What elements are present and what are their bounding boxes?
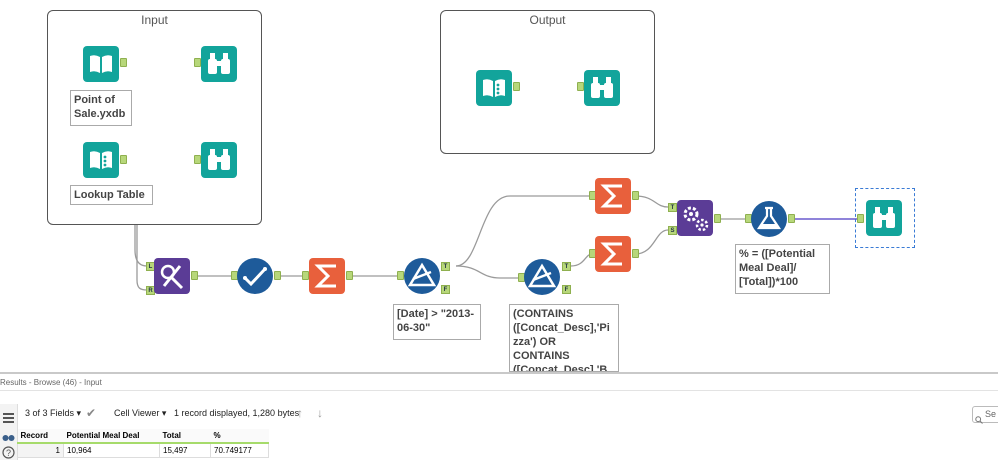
binoculars-icon <box>201 142 237 178</box>
help-icon[interactable]: ? <box>2 446 15 459</box>
summarize-tool[interactable] <box>595 236 631 272</box>
append-source-anchor[interactable]: S <box>668 226 677 235</box>
input-data-tool-lookup[interactable] <box>83 142 119 178</box>
sigma-icon <box>309 258 345 294</box>
filter-true-anchor[interactable]: T <box>562 262 571 271</box>
input-anchor[interactable] <box>397 271 404 280</box>
output-anchor[interactable] <box>513 82 520 91</box>
results-toolbar: 3 of 3 Fields ▾ ✔ Cell Viewer ▾ 1 record… <box>0 403 998 425</box>
results-table: Record Potential Meal Deal Total % 1 10,… <box>17 429 269 458</box>
fields-label: 3 of 3 Fields <box>25 408 75 418</box>
input-data-tool-output[interactable] <box>476 70 512 106</box>
data-cell: 15,497 <box>159 442 211 458</box>
data-cell: 70.749177 <box>210 442 269 458</box>
output-anchor[interactable] <box>346 271 353 280</box>
data-cell: 10,964 <box>63 442 160 458</box>
append-target-anchor[interactable]: T <box>668 203 677 212</box>
summarize-tool[interactable] <box>309 258 345 294</box>
divider <box>0 390 998 391</box>
binoculars-icon <box>201 46 237 82</box>
svg-text:?: ? <box>6 448 11 458</box>
arrow-up-icon[interactable]: ↑ <box>297 406 303 420</box>
filter-tool[interactable] <box>524 259 560 295</box>
cell-viewer-dropdown[interactable]: Cell Viewer ▾ <box>114 408 166 419</box>
sigma-icon <box>595 178 631 214</box>
flask-icon <box>751 201 787 237</box>
input-anchor[interactable] <box>857 214 864 223</box>
results-pane: Results - Browse (46) - Input ? 3 of 3 F… <box>0 372 998 460</box>
filter-false-anchor[interactable]: F <box>562 285 571 294</box>
output-anchor[interactable] <box>714 214 721 223</box>
arrow-down-icon[interactable]: ↓ <box>317 406 323 420</box>
selection-box <box>855 188 915 248</box>
summarize-tool[interactable] <box>595 178 631 214</box>
table-header-row: Record Potential Meal Deal Total % <box>17 429 269 444</box>
filter-icon <box>404 258 440 294</box>
append-fields-tool[interactable] <box>677 200 713 236</box>
annotation-lookup-table: Lookup Table <box>70 185 153 205</box>
column-header[interactable]: % <box>210 429 269 444</box>
column-header[interactable]: Potential Meal Deal <box>63 429 160 444</box>
filter-tool[interactable] <box>404 258 440 294</box>
output-anchor[interactable] <box>191 271 198 280</box>
column-header[interactable]: Total <box>159 429 211 444</box>
sigma-icon <box>595 236 631 272</box>
browse-tool[interactable] <box>201 142 237 178</box>
annotation-date-filter: [Date] > "2013- 06-30" <box>393 304 481 340</box>
chevron-down-icon: ▾ <box>76 408 82 418</box>
annotation-contains-filter: (CONTAINS ([Concat_Desc],'Pi zza') OR CO… <box>509 304 619 372</box>
annotation-point-of-sale: Point of Sale.yxdb <box>70 90 132 126</box>
binoculars-icon[interactable] <box>2 430 15 441</box>
checkmark-icon[interactable]: ✔ <box>86 406 97 420</box>
search-input[interactable]: Se <box>972 406 998 423</box>
output-anchor[interactable] <box>632 191 639 200</box>
input-anchor[interactable] <box>577 82 584 91</box>
input-anchor[interactable] <box>302 271 309 280</box>
results-title: Results - Browse (46) - Input <box>0 378 102 387</box>
output-anchor[interactable] <box>632 249 639 258</box>
book-icon <box>476 70 512 106</box>
input-anchor[interactable] <box>194 58 201 67</box>
container-title: Output <box>529 13 566 27</box>
join-icon <box>154 258 190 294</box>
checkmark-icon <box>237 258 273 294</box>
book-icon <box>83 46 119 82</box>
annotation-formula: % = ([Potential Meal Deal]/ [Total])*100 <box>735 244 830 294</box>
cell-viewer-label: Cell Viewer <box>114 408 160 418</box>
select-tool[interactable] <box>237 258 273 294</box>
filter-true-anchor[interactable]: T <box>441 262 450 271</box>
container-title: Input <box>141 13 168 27</box>
table-row[interactable]: 1 10,964 15,497 70.749177 <box>17 442 269 458</box>
filter-false-anchor[interactable]: F <box>441 285 450 294</box>
filter-icon <box>524 259 560 295</box>
browse-tool[interactable] <box>584 70 620 106</box>
record-info: 1 record displayed, 1,280 bytes <box>174 408 300 418</box>
output-anchor[interactable] <box>274 271 281 280</box>
input-anchor[interactable] <box>194 155 201 164</box>
output-anchor[interactable] <box>120 155 127 164</box>
formula-tool[interactable] <box>751 201 787 237</box>
book-icon <box>83 142 119 178</box>
column-header[interactable]: Record <box>17 429 64 444</box>
join-tool[interactable] <box>154 258 190 294</box>
list-icon[interactable] <box>3 410 14 423</box>
search-icon <box>975 411 983 424</box>
chevron-down-icon: ▾ <box>161 408 167 418</box>
output-anchor[interactable] <box>120 58 127 67</box>
binoculars-icon <box>584 70 620 106</box>
fields-dropdown[interactable]: 3 of 3 Fields ▾ <box>25 408 81 419</box>
record-cell: 1 <box>17 442 64 458</box>
input-data-tool-pos[interactable] <box>83 46 119 82</box>
workflow-canvas[interactable]: Input Output Point of Sale.yxdb Lookup T… <box>0 0 998 372</box>
gears-icon <box>677 200 713 236</box>
browse-tool[interactable] <box>866 200 902 236</box>
browse-tool[interactable] <box>201 46 237 82</box>
output-container[interactable]: Output <box>440 10 655 154</box>
binoculars-icon <box>866 200 902 236</box>
search-placeholder: Se <box>985 409 997 419</box>
output-anchor[interactable] <box>788 214 795 223</box>
